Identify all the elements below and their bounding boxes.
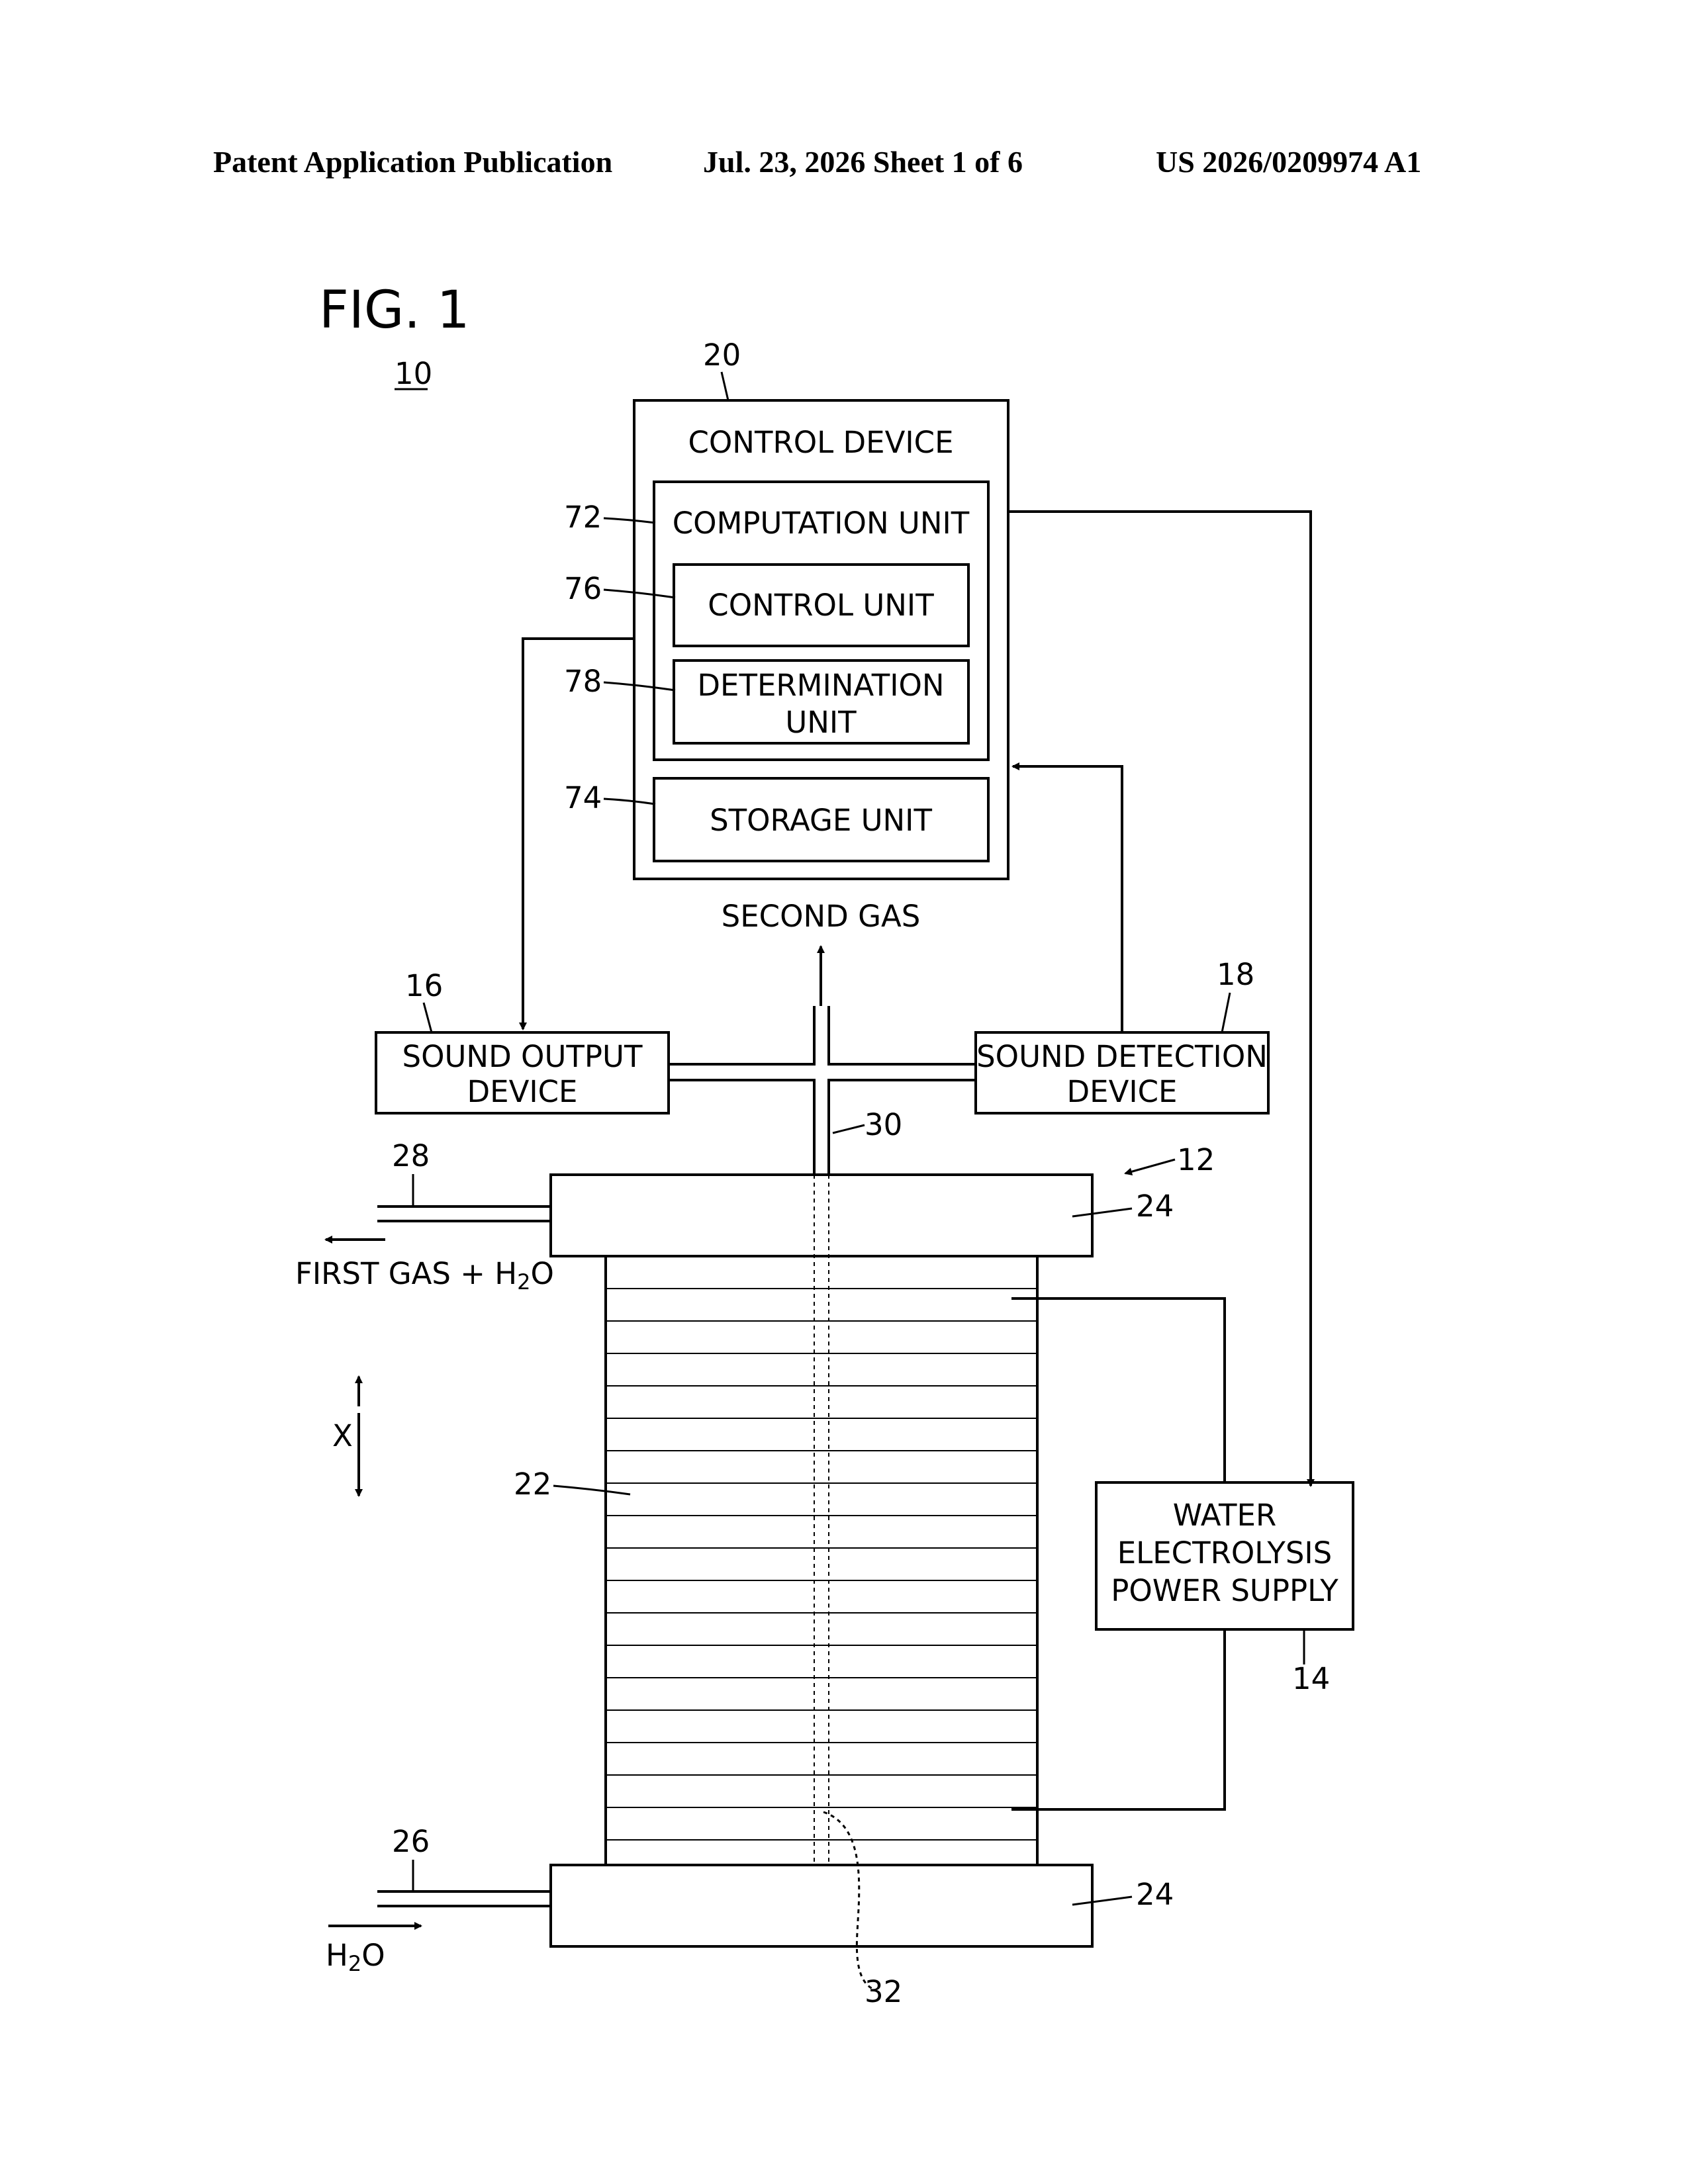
control-device: CONTROL DEVICE 20 COMPUTATION UNIT 72 CO…	[564, 338, 1008, 879]
passage-leader	[823, 1812, 872, 1989]
cell-layers	[606, 1289, 1037, 1840]
determination-unit-label-line1: DETERMINATION	[697, 668, 944, 703]
cells-ref: 22	[514, 1467, 551, 1502]
pipe-ref: 30	[865, 1107, 902, 1142]
lower-end-plate-ref: 24	[1136, 1877, 1174, 1912]
upper-end-plate	[551, 1175, 1092, 1256]
determination-unit-ref: 78	[564, 664, 602, 699]
passage-ref: 32	[865, 1974, 902, 2009]
pipe-30: 30	[669, 1006, 976, 1175]
control-unit-label: CONTROL UNIT	[708, 588, 934, 623]
upper-end-plate-ref: 24	[1136, 1189, 1174, 1224]
control-device-leader	[722, 372, 728, 400]
control-unit-ref: 76	[564, 571, 602, 606]
computation-unit-ref: 72	[564, 500, 602, 535]
storage-unit-leader	[604, 799, 655, 804]
stack-ref: 12	[1177, 1142, 1215, 1177]
sound-detection-to-control-signal	[1013, 766, 1122, 1032]
pipe-leader	[833, 1125, 865, 1133]
control-device-label: CONTROL DEVICE	[688, 425, 953, 460]
power-supply-label-line1: WATER	[1173, 1498, 1277, 1533]
power-supply-upper-wire	[1011, 1298, 1225, 1482]
storage-unit-label: STORAGE UNIT	[710, 803, 932, 838]
system-ref: 10	[395, 356, 432, 391]
inlet-label: H2O	[326, 1938, 385, 1976]
second-gas-label: SECOND GAS	[722, 899, 921, 934]
sound-output-device-leader	[424, 1003, 432, 1032]
control-device-ref: 20	[703, 338, 741, 373]
stack-ref-arrow	[1125, 1160, 1175, 1173]
sound-output-device-ref: 16	[405, 968, 443, 1003]
sound-output-device-label-line1: SOUND OUTPUT	[402, 1039, 643, 1074]
axis-label: X	[332, 1418, 353, 1453]
computation-unit-label: COMPUTATION UNIT	[673, 506, 970, 541]
sound-detection-device-leader	[1222, 993, 1230, 1032]
computation-unit-leader	[604, 518, 655, 523]
control-unit-leader	[604, 590, 675, 598]
cells-leader	[553, 1486, 630, 1494]
sound-detection-device-ref: 18	[1217, 957, 1254, 992]
control-to-power-supply-signal	[1008, 512, 1311, 1486]
figure-title: FIG. 1	[319, 281, 470, 340]
first-gas-label: FIRST GAS + H2O	[295, 1256, 554, 1295]
sound-detection-device-label-line2: DEVICE	[1067, 1074, 1178, 1109]
cell-stack-body	[606, 1256, 1037, 1865]
determination-unit-label-line2: UNIT	[785, 705, 857, 740]
sound-detection-device-label-line1: SOUND DETECTION	[976, 1039, 1268, 1074]
lower-end-plate	[551, 1865, 1092, 1946]
cell-stack: 22	[514, 1175, 1037, 1865]
upper-end-plate-leader	[1072, 1208, 1132, 1216]
inlet-pipe-ref: 26	[392, 1824, 430, 1859]
power-supply-label-line3: POWER SUPPLY	[1111, 1573, 1338, 1608]
storage-unit-ref: 74	[564, 780, 602, 815]
power-supply-lower-wire	[1011, 1629, 1225, 1809]
power-supply-label-line2: ELECTROLYSIS	[1117, 1535, 1333, 1570]
power-supply-ref: 14	[1292, 1661, 1330, 1696]
sound-output-device-label-line2: DEVICE	[467, 1074, 578, 1109]
lower-end-plate-leader	[1072, 1897, 1132, 1905]
outlet-pipe-ref: 28	[392, 1138, 430, 1173]
determination-unit-leader	[604, 682, 675, 690]
